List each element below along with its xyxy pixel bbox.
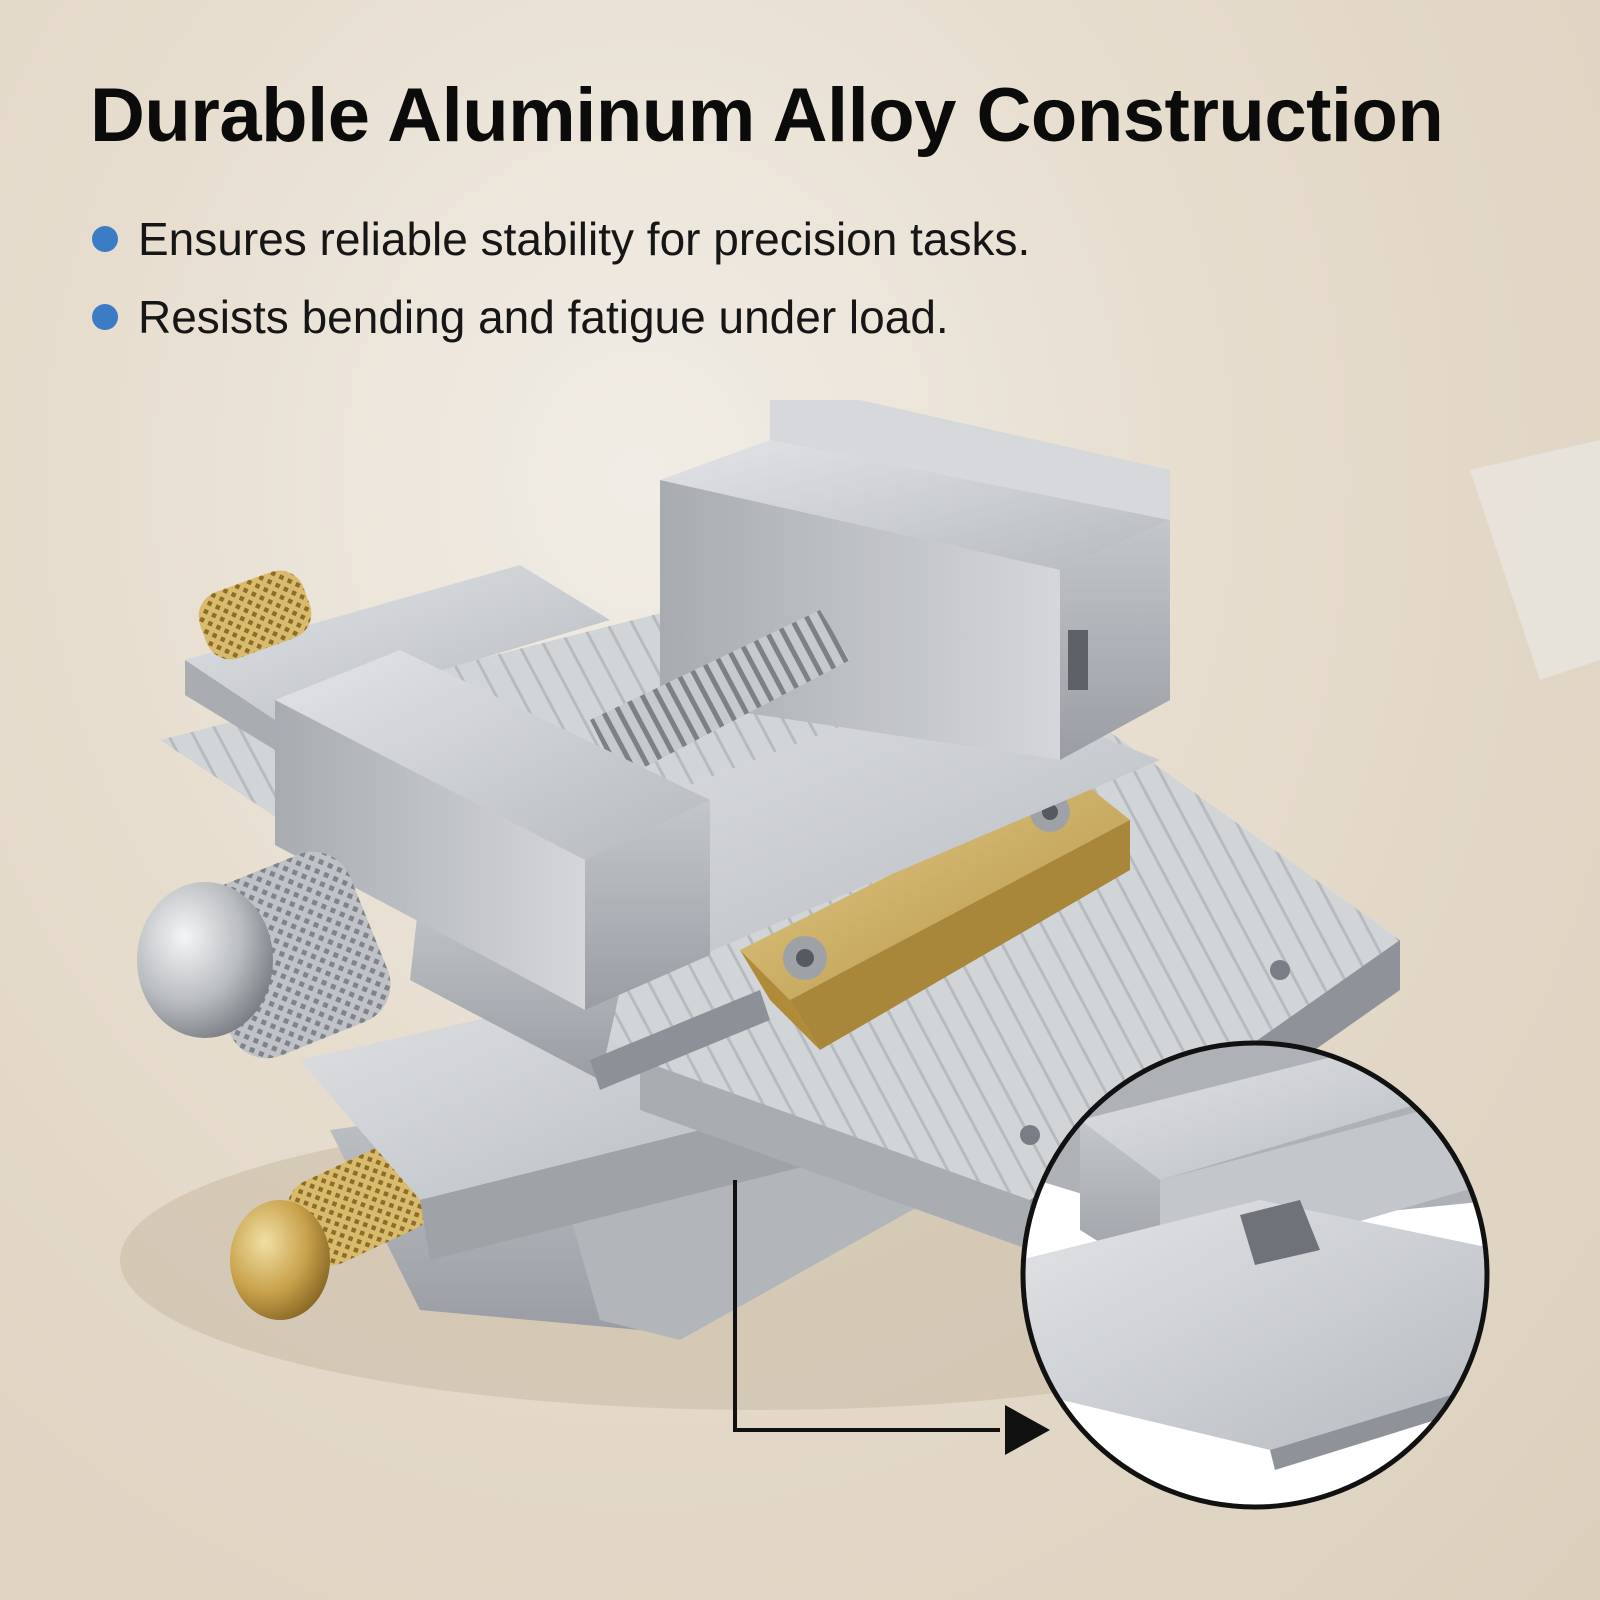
feature-text: Resists bending and fatigue under load. [138, 291, 949, 343]
zoom-inset-border [1020, 1040, 1490, 1510]
arrow-right-icon [1005, 1405, 1050, 1455]
callout-arrow-line [733, 1180, 1000, 1432]
feature-item: Resists bending and fatigue under load. [92, 278, 1030, 356]
bullet-dot-icon [92, 304, 118, 330]
feature-item: Ensures reliable stability for precision… [92, 200, 1030, 278]
feature-text: Ensures reliable stability for precision… [138, 213, 1031, 265]
bullet-dot-icon [92, 226, 118, 252]
page-title: Durable Aluminum Alloy Construction [90, 73, 1444, 158]
feature-list: Ensures reliable stability for precision… [92, 200, 1030, 356]
